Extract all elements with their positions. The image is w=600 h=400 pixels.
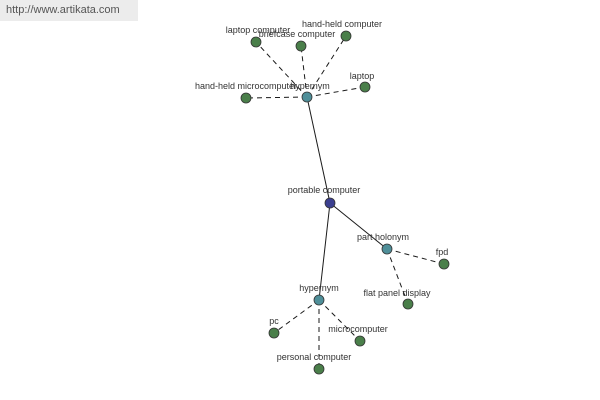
- node-label: portable computer: [288, 185, 361, 195]
- source-url-link[interactable]: http://www.artikata.com: [0, 0, 138, 21]
- edge-part-flat_panel: [386, 248, 409, 305]
- node-label: personal computer: [277, 352, 352, 362]
- edge-hyp1-laptop_computer: [255, 41, 308, 98]
- edge-root-hyp1: [306, 96, 331, 204]
- node-marker[interactable]: [313, 363, 325, 375]
- edge-root-part: [329, 202, 388, 250]
- edge-hyp2-pc: [273, 299, 320, 334]
- node-marker[interactable]: [354, 335, 366, 347]
- node-laptop-computer[interactable]: laptop computer: [226, 25, 291, 48]
- edge-hyp1-laptop: [306, 86, 366, 98]
- edges-layer: [245, 35, 445, 369]
- node-personal[interactable]: personal computer: [277, 352, 352, 375]
- node-label: part holonym: [357, 232, 409, 242]
- node-label: hypernym: [290, 81, 330, 91]
- node-part[interactable]: part holonym: [357, 232, 409, 255]
- node-label: laptop computer: [226, 25, 291, 35]
- node-root[interactable]: portable computer: [288, 185, 361, 209]
- node-label: laptop: [350, 71, 375, 81]
- node-hyp1[interactable]: hypernym: [290, 81, 330, 103]
- node-marker[interactable]: [324, 197, 336, 209]
- node-laptop[interactable]: laptop: [350, 71, 375, 93]
- node-handheld[interactable]: hand-held computer: [302, 19, 382, 42]
- node-fpd[interactable]: fpd: [436, 247, 450, 270]
- node-marker[interactable]: [381, 243, 393, 255]
- edge-hyp1-handheld: [306, 35, 347, 98]
- node-label: microcomputer: [328, 324, 388, 334]
- node-marker[interactable]: [402, 298, 414, 310]
- node-handheld-micro[interactable]: hand-held microcomputer: [195, 81, 297, 104]
- edge-root-hyp2: [318, 202, 331, 301]
- node-marker[interactable]: [359, 81, 371, 93]
- node-marker[interactable]: [250, 36, 262, 48]
- node-marker[interactable]: [295, 40, 307, 52]
- node-marker[interactable]: [340, 30, 352, 42]
- edge-hyp2-microcomputer: [318, 299, 361, 342]
- node-microcomputer[interactable]: microcomputer: [328, 324, 388, 347]
- node-label: briefcase computer: [259, 29, 336, 39]
- node-marker[interactable]: [438, 258, 450, 270]
- edge-hyp1-handheld_micro: [245, 96, 308, 99]
- node-label: pc: [269, 316, 279, 326]
- edge-part-fpd: [386, 248, 445, 265]
- node-label: hand-held microcomputer: [195, 81, 297, 91]
- node-marker[interactable]: [240, 92, 252, 104]
- node-label: hypernym: [299, 283, 339, 293]
- node-marker[interactable]: [313, 294, 325, 306]
- node-label: hand-held computer: [302, 19, 382, 29]
- node-marker[interactable]: [301, 91, 313, 103]
- node-flat-panel[interactable]: flat panel display: [363, 288, 431, 310]
- node-hyp2[interactable]: hypernym: [299, 283, 339, 306]
- nodes-layer: portable computer hypernym part holonym hyp…: [195, 19, 450, 375]
- node-pc[interactable]: pc: [268, 316, 280, 339]
- node-label: fpd: [436, 247, 449, 257]
- node-marker[interactable]: [268, 327, 280, 339]
- node-briefcase[interactable]: briefcase computer: [259, 29, 336, 52]
- node-label: flat panel display: [363, 288, 431, 298]
